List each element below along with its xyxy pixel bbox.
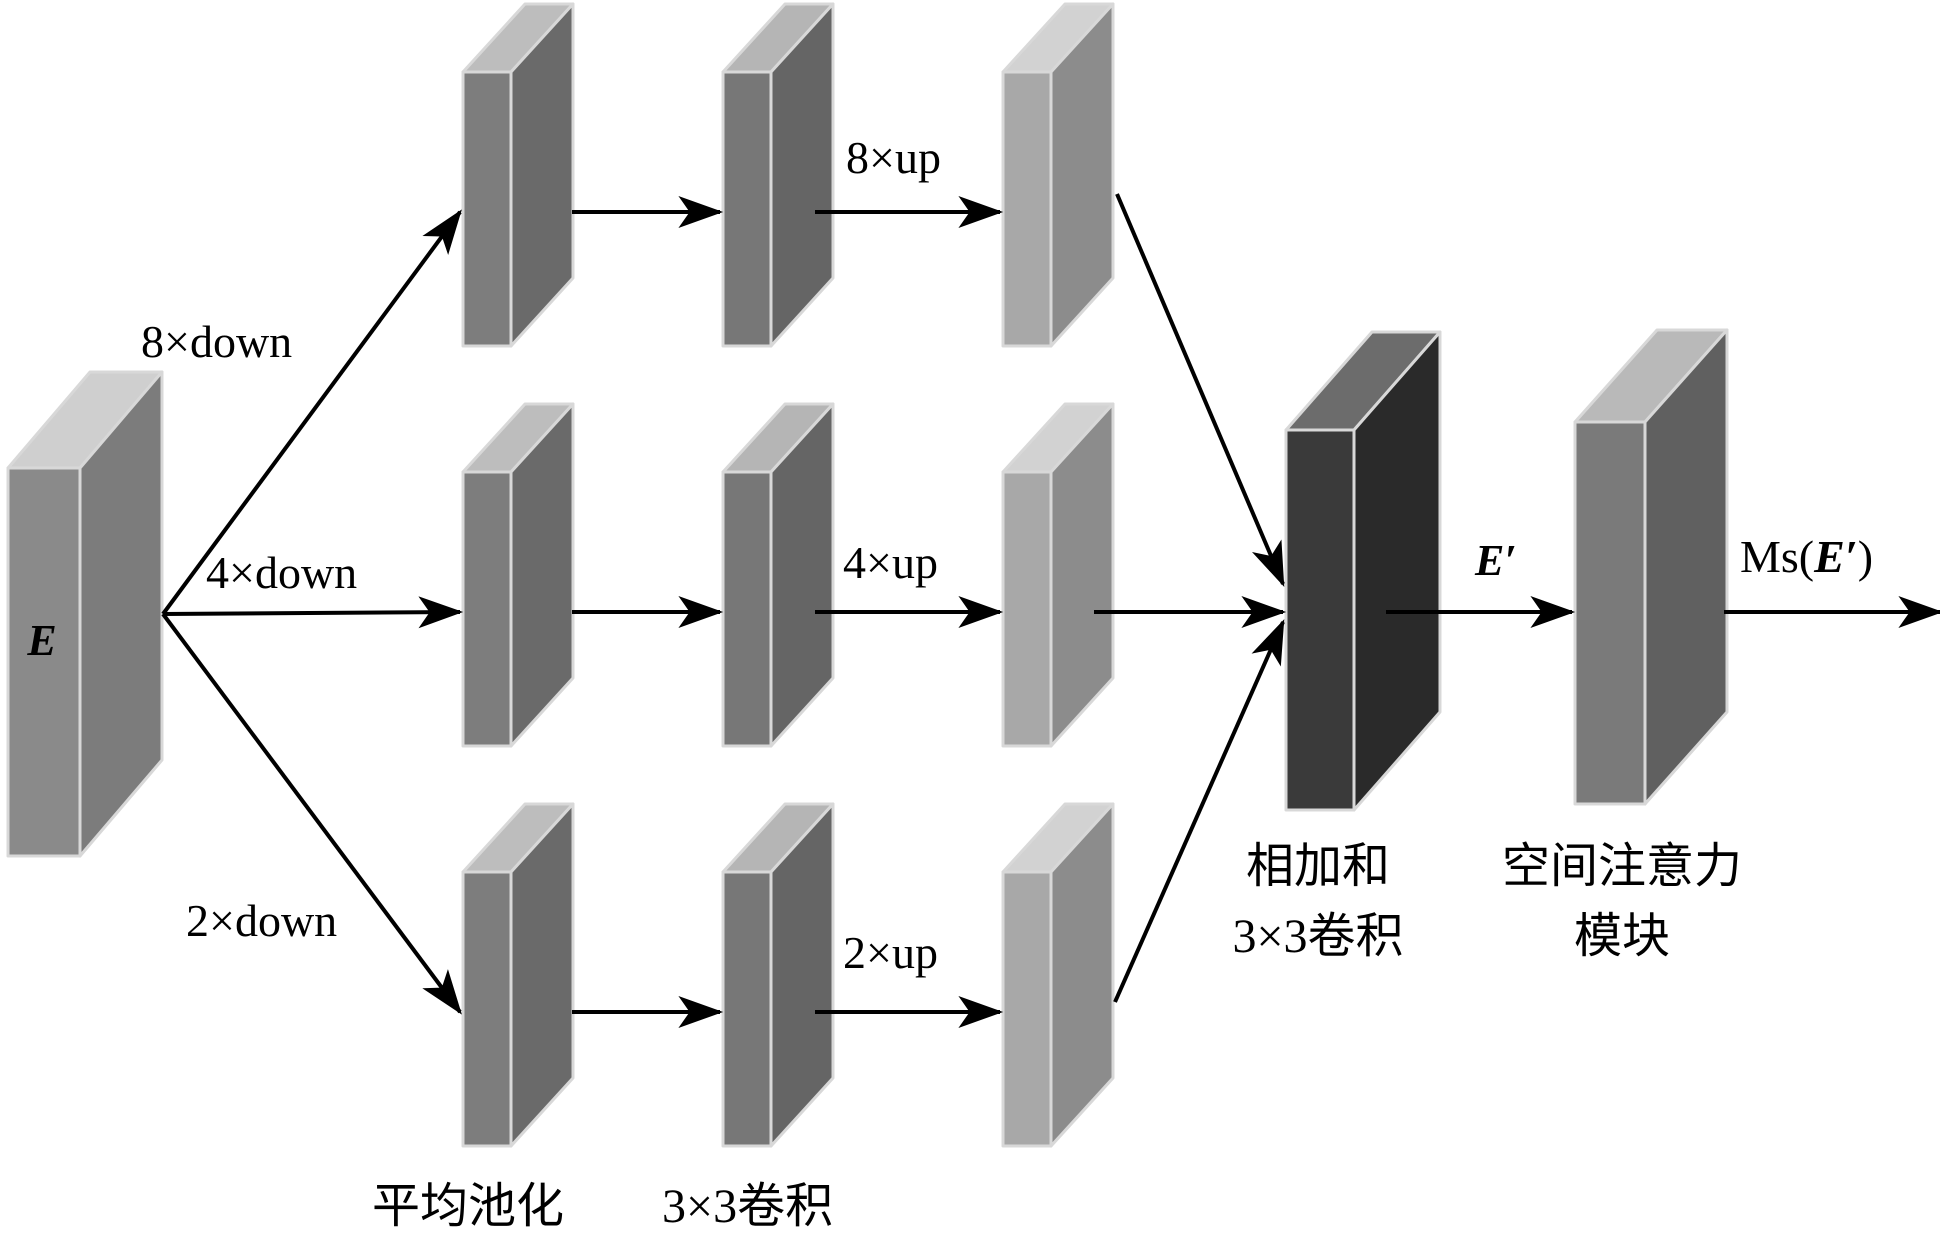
pool-block-4x-front-face: [461, 470, 513, 748]
fuse-caption-line1: 相加和: [1246, 840, 1390, 893]
pool-block-8x: [461, 2, 575, 348]
pool-block-8x-front-face: [461, 70, 513, 348]
pool-block-2x-front-face: [461, 870, 513, 1148]
conv-block-8x-front-face: [721, 70, 773, 348]
up-block-8x: [1001, 2, 1115, 348]
up-block-4x: [1001, 402, 1115, 748]
fuse-block-front-face: [1284, 428, 1356, 812]
pool-block-2x: [461, 802, 575, 1148]
input-block-front-face: [6, 466, 82, 858]
arrow-input-to-pool-4x: [162, 596, 464, 629]
up2-label: 2×up: [843, 927, 938, 978]
arrow-input-to-pool-8x: [161, 209, 462, 616]
arrow-up-2x-to-fuse: [1113, 619, 1285, 1003]
up8-label: 8×up: [846, 132, 941, 183]
down2-label: 2×down: [186, 895, 337, 946]
output-label-var: E′: [1813, 531, 1858, 582]
attention-block: [1573, 328, 1729, 806]
input-label: E: [26, 616, 56, 665]
input-block: [6, 370, 164, 858]
up-block-2x: [1001, 802, 1115, 1148]
conv-block-2x-front-face: [721, 870, 773, 1148]
down4-label: 4×down: [206, 547, 357, 598]
up-block-8x-front-face: [1001, 70, 1053, 348]
fuse-block: [1284, 330, 1442, 812]
up-block-2x-front-face: [1001, 870, 1053, 1148]
down8-label: 8×down: [141, 316, 292, 367]
arrow-input-to-pool-2x: [161, 612, 462, 1015]
conv-block-4x: [721, 402, 835, 748]
fuse-caption-line2: 3×3卷积: [1232, 910, 1403, 963]
connection-arrows: [161, 193, 1940, 1028]
output-label-suffix: ): [1858, 531, 1873, 582]
conv-block-4x-front-face: [721, 470, 773, 748]
conv-caption: 3×3卷积: [662, 1180, 833, 1233]
up4-label: 4×up: [843, 537, 938, 588]
output-label: Ms(E′): [1740, 531, 1873, 582]
feature-blocks: [6, 2, 1729, 1148]
conv-block-8x: [721, 2, 835, 348]
attention-caption-line2: 模块: [1574, 910, 1670, 963]
conv-block-2x: [721, 802, 835, 1148]
arrow-up-8x-to-fuse: [1115, 193, 1285, 587]
attention-caption-line1: 空间注意力: [1502, 840, 1742, 893]
pool-caption: 平均池化: [372, 1180, 564, 1233]
up-block-4x-front-face: [1001, 470, 1053, 748]
e-prime-label: E′: [1474, 536, 1517, 585]
pool-block-4x: [461, 402, 575, 748]
attention-block-front-face: [1573, 420, 1647, 806]
output-label-prefix: Ms(: [1740, 531, 1814, 582]
